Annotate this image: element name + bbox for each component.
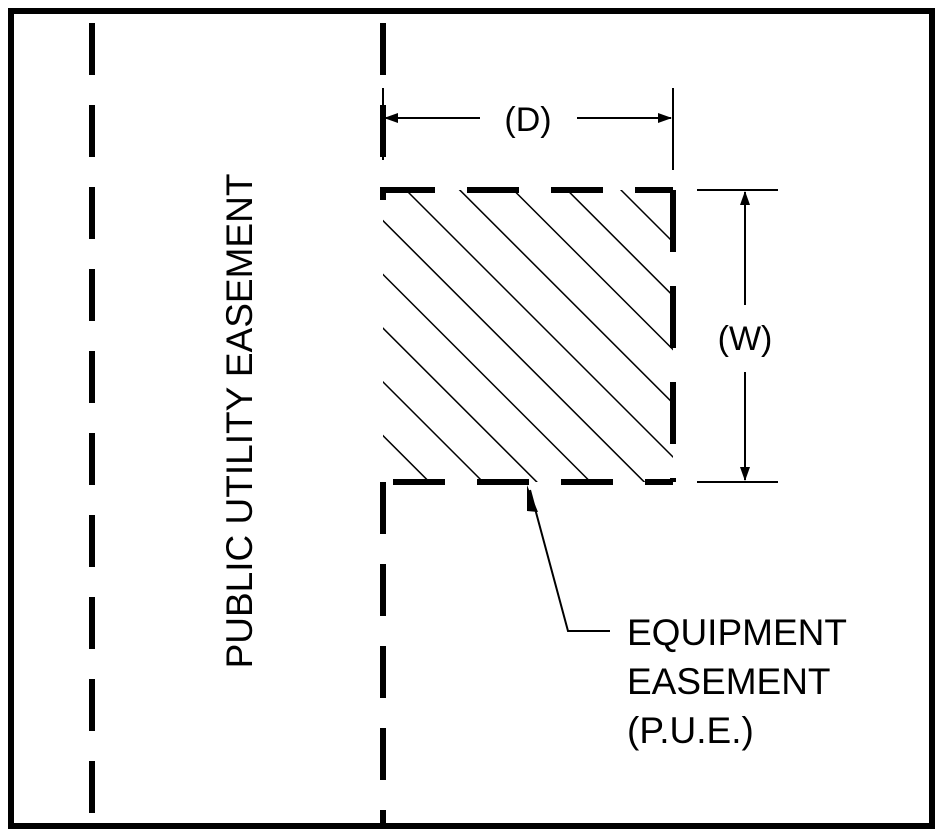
callout-line-3: (P.U.E.) bbox=[627, 710, 754, 751]
callout-arrowhead bbox=[527, 485, 538, 512]
callout-line-1: EQUIPMENT bbox=[627, 612, 847, 653]
depth-label: (D) bbox=[504, 101, 551, 139]
callout-line-2: EASEMENT bbox=[627, 661, 831, 702]
public-utility-easement-label: PUBLIC UTILITY EASEMENT bbox=[219, 174, 260, 669]
outer-border bbox=[8, 8, 935, 829]
equipment-easement-hatch bbox=[383, 190, 673, 482]
callout-leader bbox=[529, 489, 610, 632]
width-label: (W) bbox=[718, 320, 773, 358]
